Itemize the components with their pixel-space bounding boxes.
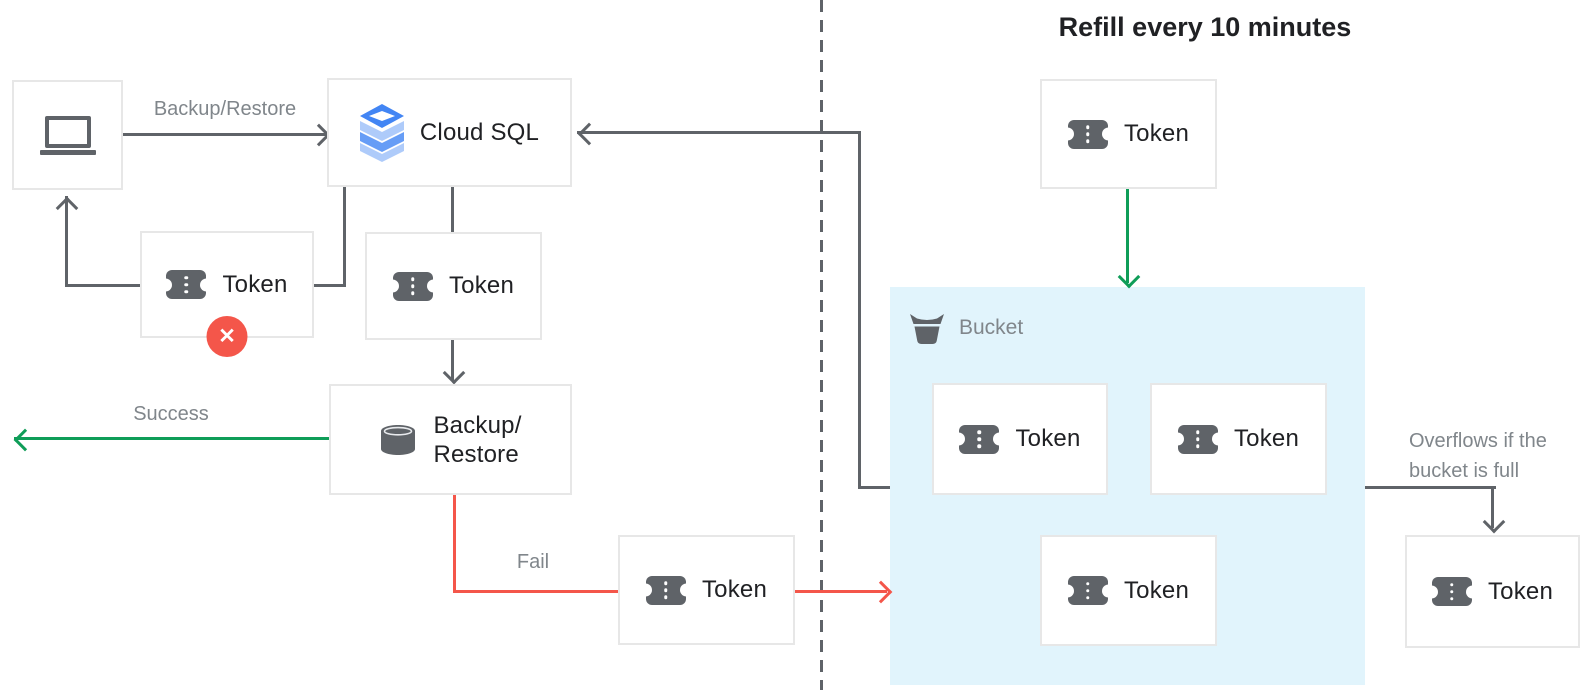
dashed-divider [820, 0, 823, 690]
edge-label-overflow: Overflows if the bucket is full [1409, 430, 1547, 482]
bucket-icon [910, 314, 944, 344]
error-x-icon: ✕ [206, 316, 248, 357]
edge-token-client-line-vertical [65, 196, 68, 287]
token-node-bucket-3: Token [1040, 535, 1217, 646]
token-label: Token [1015, 425, 1081, 452]
bucket-label: Bucket [959, 316, 1024, 339]
edge-overflow-line-horizontal [1365, 486, 1496, 489]
token-icon [1424, 577, 1479, 606]
cloud-sql-icon [359, 103, 404, 162]
edge-label-success: Success [133, 403, 209, 425]
token-label: Token [1233, 425, 1300, 452]
token-label: Token [701, 576, 768, 603]
edge-refill-arrowhead [1117, 265, 1141, 289]
token-label: Token [1123, 576, 1190, 604]
edge-label-fail: Fail [516, 551, 550, 573]
cloud-sql-label: Cloud SQL [419, 118, 540, 146]
refill-title: Refill every 10 minutes [1058, 12, 1352, 42]
edge-fail-to-bucket-line [795, 590, 887, 593]
bucket-header: Bucket [908, 311, 1023, 345]
cloud-sql-node: Cloud SQL [327, 78, 572, 187]
token-node-client: Token ✕ [140, 231, 314, 357]
edge-token-cloudsql-line-vertical [343, 187, 346, 287]
edge-label-backup-restore: Backup/Restore [153, 98, 297, 120]
edge-token-backup-arrowhead [442, 361, 466, 385]
backup-restore-label-line2: Restore [433, 440, 519, 468]
edge-bucket-cloudsql-line-bottom [858, 486, 890, 489]
token-icon [1060, 119, 1115, 149]
token-node-bucket-2: Token [1150, 383, 1327, 495]
token-node-queue: Token [365, 232, 542, 340]
token-node-bucket-1: Token [932, 383, 1108, 495]
edge-bucket-cloudsql-arrowhead [577, 122, 601, 146]
edge-token-client-line-horizontal [65, 284, 140, 287]
edge-fail-line-vertical [453, 495, 456, 593]
edge-fail-arrowhead [869, 580, 893, 604]
token-node-fail: Token [618, 535, 795, 645]
edge-bucket-cloudsql-line-top [577, 131, 861, 134]
token-icon [1060, 576, 1115, 605]
backup-restore-node: Backup/ Restore [329, 384, 572, 495]
edge-token-cloudsql-line-horizontal [314, 284, 346, 287]
token-label: Token [1487, 577, 1554, 605]
edge-cloudsql-token-line [451, 187, 454, 232]
edge-overflow-arrowhead [1482, 510, 1506, 534]
laptop-icon [39, 115, 96, 155]
token-node-refill: Token [1040, 79, 1217, 189]
edge-client-cloudsql-line [123, 133, 327, 136]
backup-restore-label: Backup/ Restore [433, 411, 521, 469]
token-label: Token [1123, 120, 1190, 147]
token-icon [952, 424, 1007, 454]
edge-token-client-arrowhead [55, 196, 79, 220]
edge-success-arrowhead [13, 428, 37, 452]
edge-success-line [14, 437, 329, 440]
edge-fail-line-horizontal [453, 590, 618, 593]
backup-restore-label-line1: Backup/ [433, 411, 522, 439]
client-node [12, 80, 123, 190]
token-label: Token [448, 272, 515, 299]
token-icon [1170, 424, 1225, 454]
token-node-overflow: Token [1405, 535, 1580, 648]
edge-overflow-line-vertical [1491, 486, 1494, 528]
edge-refill-line [1126, 189, 1129, 283]
edge-token-backup-line [451, 340, 454, 380]
token-icon [159, 270, 214, 299]
token-icon [638, 575, 693, 605]
database-icon [381, 424, 416, 455]
token-icon [385, 271, 440, 301]
token-label: Token [222, 270, 288, 298]
edge-bucket-cloudsql-line-vertical [858, 131, 861, 489]
